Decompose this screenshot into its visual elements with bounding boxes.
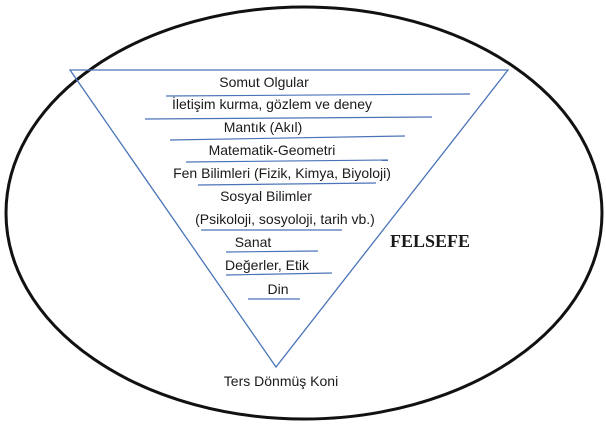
layer-label-somut-olgular: Somut Olgular <box>219 74 309 90</box>
layer-label-din: Din <box>267 281 288 297</box>
layer-divider <box>169 135 406 141</box>
layer-label-sanat: Sanat <box>235 234 272 250</box>
layer-divider <box>225 250 319 253</box>
layer-divider <box>225 272 333 276</box>
caption-ters-donmus-koni: Ters Dönmüş Koni <box>224 373 338 389</box>
layer-label-degerler-etik: Değerler, Etik <box>225 257 310 273</box>
outer-ellipse <box>4 5 604 421</box>
layer-label-mantik: Mantık (Akıl) <box>224 119 303 135</box>
layer-divider <box>165 93 471 97</box>
layer-divider <box>185 159 389 163</box>
inverted-cone-triangle <box>68 69 510 369</box>
layer-divider <box>144 116 433 120</box>
layer-label-iletisim: İletişim kurma, gözlem ve deney <box>172 95 372 112</box>
layer-label-matematik: Matematik-Geometri <box>209 142 336 158</box>
layer-label-sosyal-detay: (Psikoloji, sosyoloji, tarih vb.) <box>195 211 375 227</box>
layer-divider <box>197 182 377 186</box>
felsefe-title: FELSEFE <box>390 231 470 251</box>
layer-label-sosyal-bilimler: Sosyal Bilimler <box>220 188 312 204</box>
layer-label-fen-bilimleri: Fen Bilimleri (Fizik, Kimya, Biyoloji) <box>173 165 391 181</box>
